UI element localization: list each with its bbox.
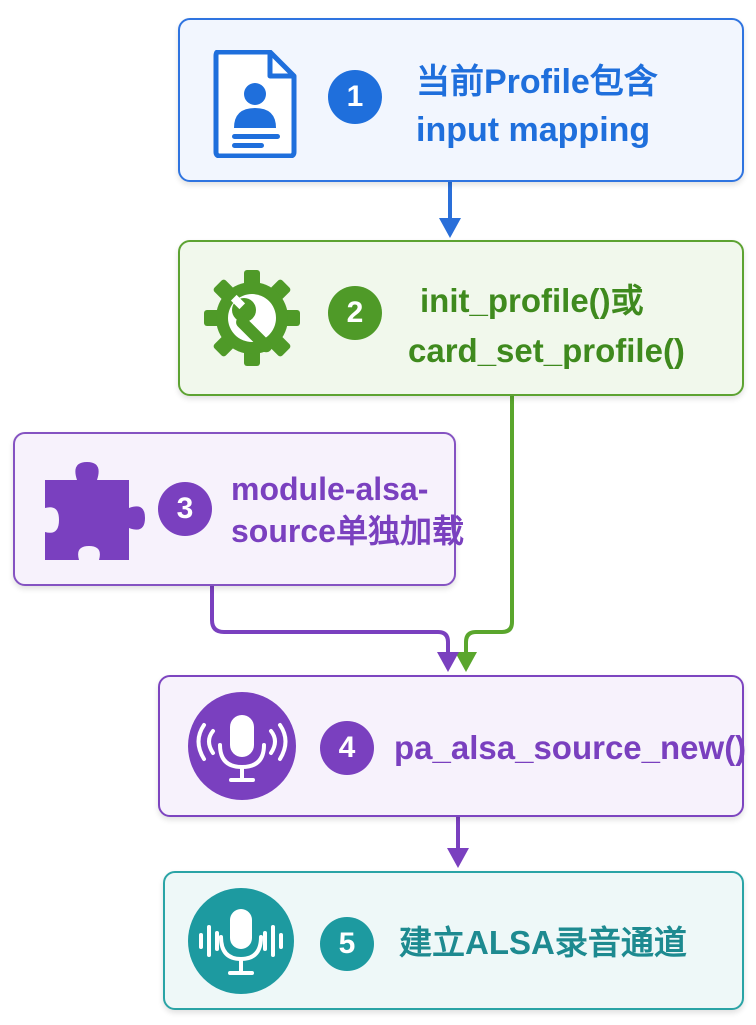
step-5-label-line-1: 建立ALSA录音通道: [399, 924, 687, 961]
step-4-label: pa_alsa_source_new(): [394, 729, 746, 767]
step-4-box: 4 pa_alsa_source_new(): [158, 675, 746, 817]
step-1-label-line-1: 当前Profile包含: [416, 63, 658, 101]
step-2-box: 2 init_profile()或 card_set_profile(): [178, 240, 744, 396]
arrow-step4-to-step5: [447, 817, 469, 868]
step-2-number-badge: 2: [328, 286, 382, 340]
profile-document-icon: [213, 50, 297, 158]
gear-wrench-icon: [204, 270, 300, 366]
microphone-soundwave-icon: [188, 888, 294, 994]
step-5-number-badge: 5: [320, 917, 374, 971]
step-2-label-line-2: card_set_profile(): [408, 332, 685, 369]
step-4-label-line-1: pa_alsa_source_new(): [394, 729, 747, 766]
step-1-number-badge: 1: [328, 70, 382, 124]
step-3-label-line-2: source单独加载: [231, 513, 464, 549]
puzzle-piece-icon: [45, 462, 145, 560]
step-5-box: 5 建立ALSA录音通道: [163, 871, 744, 1010]
step-2-label-line-1: init_profile()或: [420, 282, 644, 319]
step-3-box: 3 module-alsa- source单独加载: [13, 432, 464, 586]
step-1-label-line-2: input mapping: [416, 111, 651, 149]
step-2-label: init_profile()或 card_set_profile(): [408, 276, 685, 376]
step-5-label: 建立ALSA录音通道: [399, 923, 687, 963]
microphone-waves-icon: [188, 692, 296, 800]
arrow-step3-to-step4: [210, 586, 459, 672]
arrow-step2-to-step4: [455, 396, 514, 672]
arrow-step1-to-step2: [439, 182, 461, 238]
step-3-number-badge: 3: [158, 482, 212, 536]
step-1-label: 当前Profile包含 input mapping: [416, 58, 658, 154]
step-3-label-line-1: module-alsa-: [231, 471, 429, 507]
step-4-number-badge: 4: [320, 721, 374, 775]
step-1-box: 1 当前Profile包含 input mapping: [178, 18, 744, 182]
step-3-label: module-alsa- source单独加载: [231, 468, 464, 552]
